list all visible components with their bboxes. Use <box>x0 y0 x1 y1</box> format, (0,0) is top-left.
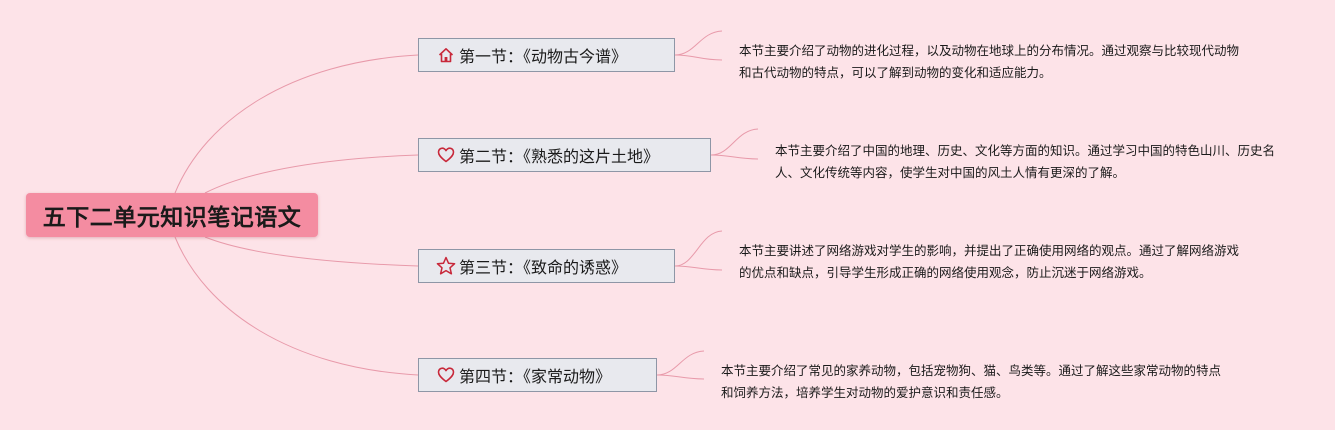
heart-icon <box>436 145 456 165</box>
section-2-topic[interactable]: 第二节：《熟悉的这片土地》 <box>418 138 711 172</box>
section-3-note: 本节主要讲述了网络游戏对学生的影响，并提出了正确使用网络的观点。通过了解网络游戏… <box>739 243 1240 280</box>
connector-root-section-1 <box>174 54 419 194</box>
heart-icon <box>436 365 456 385</box>
connector-section-2-note <box>710 128 759 160</box>
section-1-label: 第一节：《动物古今谱》 <box>459 47 628 66</box>
connector-root-section-3 <box>204 236 419 267</box>
connector-section-1-note <box>674 30 723 61</box>
section-1-topic[interactable]: 第一节：《动物古今谱》 <box>418 38 675 72</box>
home-icon <box>436 45 456 65</box>
section-3-topic[interactable]: 第三节：《致命的诱惑》 <box>418 249 675 283</box>
section-3-label: 第三节：《致命的诱惑》 <box>459 258 628 277</box>
section-2-note: 本节主要介绍了中国的地理、历史、文化等方面的知识。通过学习中国的特色山川、历史名… <box>775 143 1276 180</box>
connector-section-4-note <box>656 350 705 380</box>
root-topic[interactable]: 五下二单元知识笔记语文 <box>26 193 318 237</box>
section-4-topic[interactable]: 第四节：《家常动物》 <box>418 358 657 392</box>
section-4-label: 第四节：《家常动物》 <box>459 367 612 386</box>
section-4-note: 本节主要介绍了常见的家养动物，包括宠物狗、猫、鸟类等。通过了解这些家常动物的特点… <box>721 363 1222 400</box>
section-1-note: 本节主要介绍了动物的进化过程，以及动物在地球上的分布情况。通过观察与比较现代动物… <box>739 43 1240 80</box>
star-icon <box>436 256 456 276</box>
connector-root-section-2 <box>204 154 419 194</box>
connector-root-section-4 <box>174 236 419 376</box>
connector-section-3-note <box>674 230 723 271</box>
section-2-label: 第二节：《熟悉的这片土地》 <box>459 147 660 166</box>
